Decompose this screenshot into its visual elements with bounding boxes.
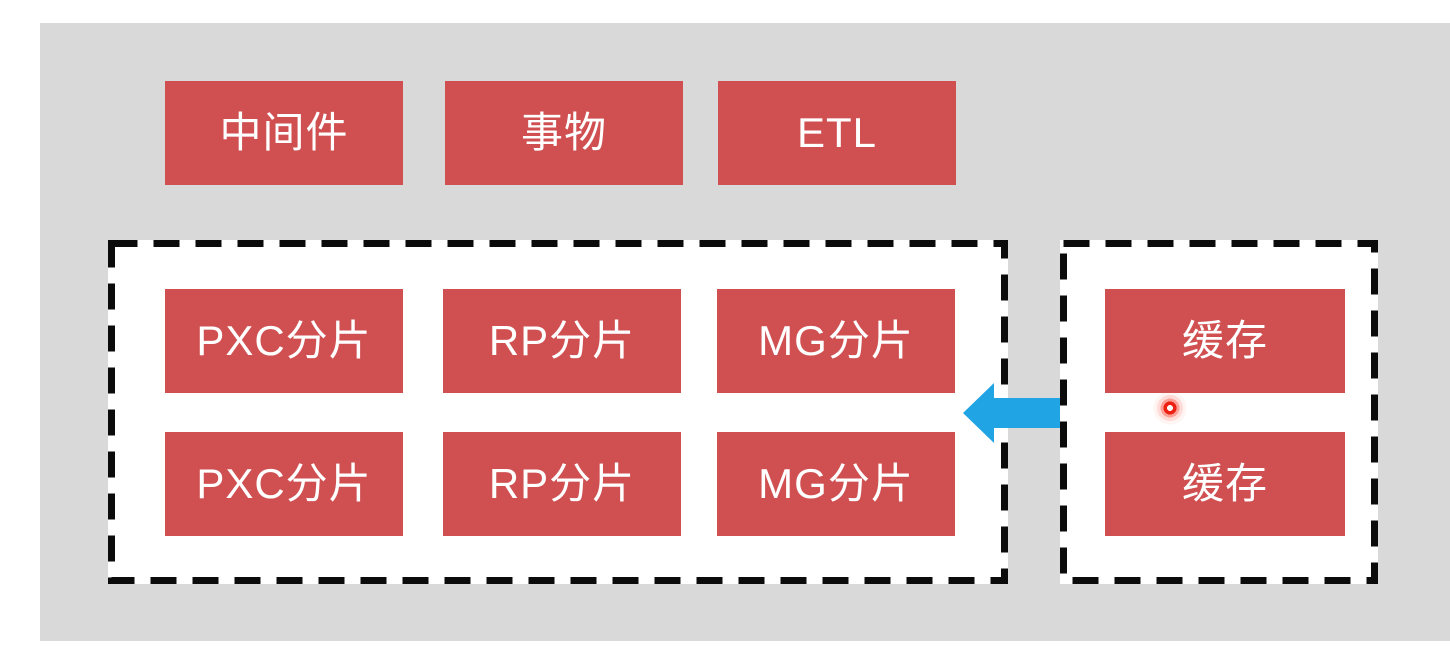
node-pxc-shard-2: PXC分片 (165, 432, 403, 536)
shard-cluster: PXC分片 RP分片 MG分片 PXC分片 RP分片 MG分片 (108, 240, 1008, 584)
node-rp-shard-1: RP分片 (443, 289, 681, 393)
node-cache-2: 缓存 (1105, 432, 1345, 536)
cache-cluster: 缓存 缓存 (1060, 240, 1378, 584)
diagram-stage: 中间件 事物 ETL PXC分片 RP分片 MG分片 PXC分片 RP分片 MG… (40, 23, 1450, 641)
node-mg-shard-2: MG分片 (717, 432, 955, 536)
node-etl: ETL (718, 81, 956, 185)
node-mg-shard-1: MG分片 (717, 289, 955, 393)
node-pxc-shard-1: PXC分片 (165, 289, 403, 393)
node-rp-shard-2: RP分片 (443, 432, 681, 536)
laser-pointer-dot-icon (1150, 388, 1190, 428)
node-middleware: 中间件 (165, 81, 403, 185)
node-transaction: 事物 (445, 81, 683, 185)
node-cache-1: 缓存 (1105, 289, 1345, 393)
